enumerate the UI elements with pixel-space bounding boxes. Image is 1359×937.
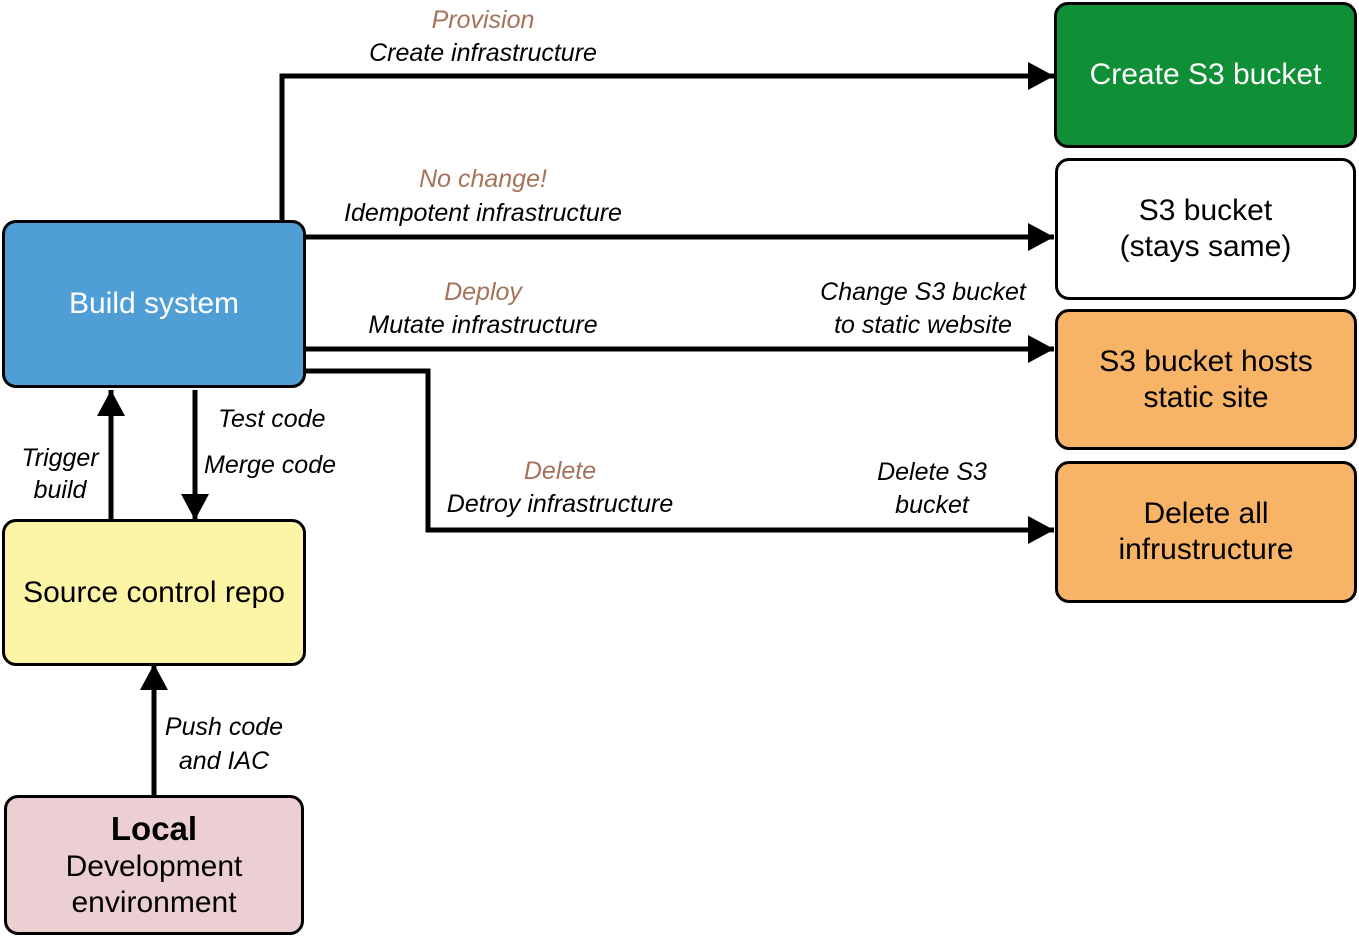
deploy-target-line-1: Change S3 bucket — [820, 278, 1026, 306]
push-code-line-2: and IAC — [178, 747, 270, 775]
local-line-2: Development — [65, 849, 243, 883]
create-bucket-label: Create S3 bucket — [1089, 58, 1322, 91]
source-control-label: Source control repo — [23, 575, 285, 609]
static-site-line-1: S3 bucket hosts — [1099, 344, 1313, 378]
delete-all-node: Delete all infrustructure — [1055, 461, 1357, 603]
local-environment-node: Local Development environment — [4, 795, 304, 935]
build-system-node: Build system — [2, 220, 306, 388]
bucket-same-node: S3 bucket (stays same) — [1055, 158, 1356, 300]
bucket-same-line-2: (stays same) — [1119, 230, 1292, 263]
deploy-action-label: Deploy — [444, 278, 522, 306]
trigger-build-line-2: build — [33, 476, 87, 504]
merge-code-label: Merge code — [204, 451, 337, 479]
static-site-node: S3 bucket hosts static site — [1055, 309, 1357, 450]
static-site-line-2: static site — [1143, 380, 1269, 414]
delete-action-label: Delete — [523, 457, 597, 485]
build-system-label: Build system — [68, 287, 240, 320]
trigger-build-line-1: Trigger — [21, 444, 99, 472]
provision-action-label: Provision — [431, 6, 535, 34]
provision-arrow — [279, 62, 1054, 220]
local-line-3: environment — [71, 885, 237, 919]
no-change-action-label: No change! — [419, 165, 547, 193]
delete-target-line-2: bucket — [895, 491, 969, 519]
bucket-same-line-1: S3 bucket — [1138, 194, 1273, 227]
provision-desc-label: Create infrastructure — [369, 39, 597, 67]
test-code-label: Test code — [218, 405, 326, 433]
deploy-target-line-2: to static website — [834, 311, 1012, 339]
no-change-desc-label: Idempotent infrastructure — [344, 199, 622, 227]
delete-all-line-1: Delete all — [1143, 497, 1269, 530]
delete-desc-label: Detroy infrastructure — [446, 490, 674, 518]
delete-all-line-2: infrustructure — [1118, 533, 1294, 566]
delete-target-line-1: Delete S3 — [877, 458, 987, 486]
create-bucket-node: Create S3 bucket — [1054, 2, 1357, 148]
deploy-desc-label: Mutate infrastructure — [368, 311, 598, 339]
push-code-line-1: Push code — [164, 713, 284, 741]
source-control-node: Source control repo — [2, 519, 306, 666]
delete-arrow — [305, 368, 1054, 544]
local-title: Local — [110, 810, 198, 848]
